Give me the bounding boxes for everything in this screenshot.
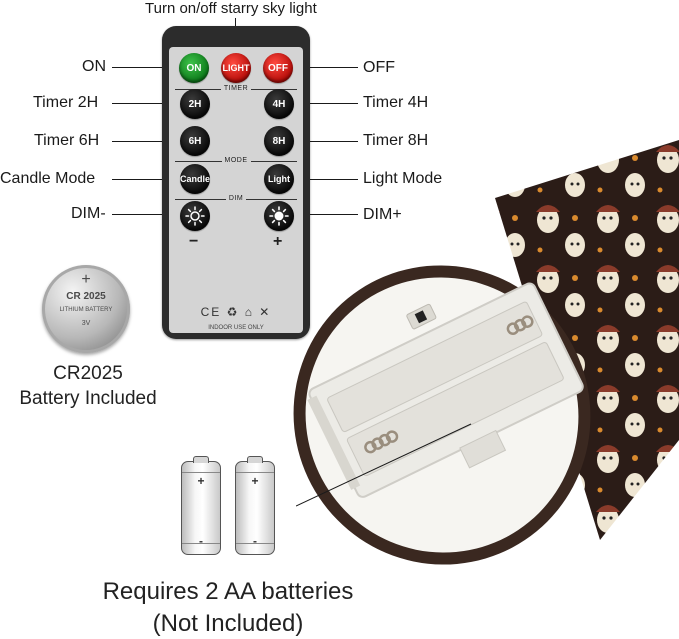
dim-minus-button[interactable] <box>180 201 210 231</box>
aa-battery-2-ring-bottom <box>236 543 274 544</box>
off-label: OFF <box>363 59 395 76</box>
timer-8h-pointer <box>292 141 358 142</box>
candle-mode-label: Candle Mode <box>0 170 96 187</box>
mode-section-title: MODE <box>169 157 303 164</box>
aa-battery-1-plus: + <box>197 474 205 488</box>
aa-battery-2-minus: - <box>253 534 257 548</box>
timer-6h-pointer <box>112 141 177 142</box>
dim-section-title: DIM <box>169 195 303 202</box>
coin-caption-line1: CR2025 <box>53 363 123 384</box>
aa-battery-2: + - <box>235 456 275 555</box>
on-pointer <box>112 67 180 68</box>
timer-4h-pointer <box>292 103 358 104</box>
aa-pointer-line <box>296 423 472 507</box>
dim-minus-label: DIM- <box>71 205 106 222</box>
dim-plus-label: DIM+ <box>363 206 402 223</box>
timer-6h-button[interactable]: 6H <box>180 126 210 156</box>
candle-mode-button[interactable]: Candle <box>180 164 210 194</box>
timer-4h-button[interactable]: 4H <box>264 89 294 119</box>
coin-kind: LITHIUM BATTERY <box>59 307 113 313</box>
timer-2h-label: Timer 2H <box>33 94 99 111</box>
aa-battery-1-terminal <box>193 456 209 463</box>
off-pointer <box>292 67 358 68</box>
plus-sign: + <box>273 233 283 250</box>
indoor-use-label: INDOOR USE ONLY <box>208 325 264 331</box>
candle-battery-compartment <box>293 140 679 565</box>
coin-battery: + CR 2025 LITHIUM BATTERY 3V <box>42 265 130 353</box>
timer-6h-label: Timer 6H <box>34 132 100 149</box>
light-mode-pointer <box>292 179 358 180</box>
aa-battery-1-ring-bottom <box>182 543 220 544</box>
minus-sign: − <box>189 233 199 250</box>
off-button[interactable]: OFF <box>263 53 293 83</box>
aa-battery-1: + - <box>181 456 221 555</box>
light-button[interactable]: LIGHT <box>221 53 251 83</box>
aa-battery-2-ring-top <box>236 472 274 473</box>
remote-face: ON LIGHT OFF TIMER 2H 4H 6H 8H MODE Cand… <box>169 47 303 333</box>
timer-4h-label: Timer 4H <box>363 94 429 111</box>
certification-marks: CE ♻ ⌂ ✕ <box>200 305 272 319</box>
on-label: ON <box>82 58 106 75</box>
coin-plus: + <box>81 271 91 288</box>
timer-2h-pointer <box>112 103 177 104</box>
aa-caption-line1: Requires 2 AA batteries <box>102 578 354 605</box>
candle-mode-pointer <box>112 179 177 180</box>
aa-battery-1-minus: - <box>199 534 203 548</box>
dim-minus-pointer <box>112 214 177 215</box>
coin-caption-line2: Battery Included <box>19 388 157 409</box>
aa-battery-1-ring-top <box>182 472 220 473</box>
timer-8h-label: Timer 8H <box>363 132 429 149</box>
dim-plus-button[interactable] <box>264 201 294 231</box>
aa-caption-line2: (Not Included) <box>152 610 304 637</box>
sun-outline-icon <box>185 206 205 226</box>
timer-2h-button[interactable]: 2H <box>180 89 210 119</box>
timer-8h-button[interactable]: 8H <box>264 126 294 156</box>
light-mode-label: Light Mode <box>363 170 443 187</box>
sun-filled-icon <box>269 206 289 226</box>
coin-voltage: 3V <box>81 320 91 327</box>
aa-battery-2-terminal <box>247 456 263 463</box>
starry-sky-label: Turn on/off starry sky light <box>145 0 317 17</box>
light-mode-button[interactable]: Light <box>264 164 294 194</box>
dim-plus-pointer <box>292 214 358 215</box>
remote-control: ON LIGHT OFF TIMER 2H 4H 6H 8H MODE Cand… <box>162 26 310 339</box>
on-button[interactable]: ON <box>179 53 209 83</box>
coin-model: CR 2025 <box>66 291 106 302</box>
timer-section-title: TIMER <box>169 85 303 92</box>
aa-battery-2-plus: + <box>251 474 259 488</box>
